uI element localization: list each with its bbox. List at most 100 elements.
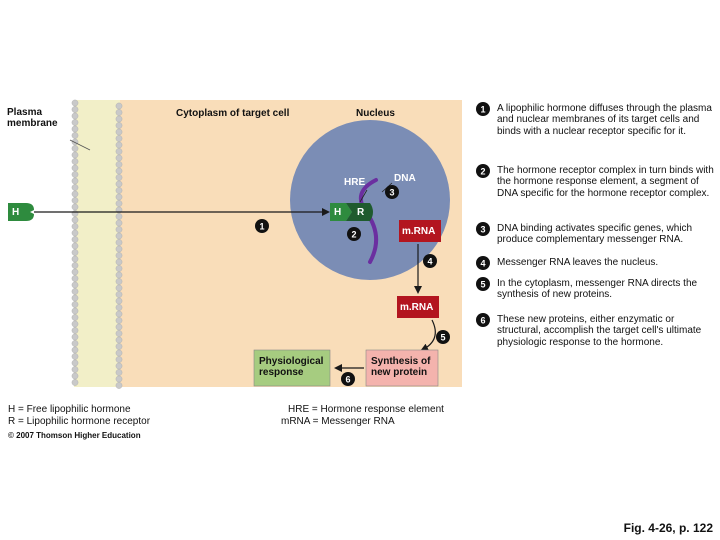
lipid-head (71, 320, 79, 328)
lipid-head (115, 239, 123, 246)
lipid-head (71, 275, 79, 282)
step-text: Messenger RNA leaves the nucleus. (497, 257, 659, 268)
lipid-head (115, 278, 123, 285)
svg-text:1: 1 (480, 105, 485, 115)
step-text: In the cytoplasm, messenger RNA directs … (497, 278, 698, 301)
lipid-head (115, 115, 123, 123)
nucleus-label: Nucleus (356, 108, 395, 119)
lipid-head (71, 177, 79, 185)
diagram-marker-4: 4 (423, 254, 437, 268)
lipid-head (115, 323, 123, 331)
lipid-head (71, 112, 79, 120)
lipid-head (71, 288, 79, 295)
lipid-head (115, 349, 123, 357)
lipid-head (115, 232, 123, 240)
svg-text:5: 5 (440, 333, 445, 343)
free-hormone-shape (8, 203, 34, 221)
diagram-marker-6: 6 (341, 372, 355, 386)
step-text: A lipophilic hormone diffuses through th… (497, 103, 712, 137)
lipid-head (115, 317, 123, 324)
lipid-head (71, 255, 79, 263)
lipid-head (71, 333, 79, 341)
lipid-head (71, 151, 79, 159)
lipid-head (115, 161, 123, 168)
step-text: DNA binding activates specific genes, wh… (497, 223, 693, 246)
lipid-head (71, 281, 79, 289)
mrna-box-nucleus (399, 220, 441, 242)
lipid-head (71, 359, 79, 367)
lipid-head (71, 184, 79, 191)
step-number-badge: 6 (476, 313, 490, 327)
lipid-head (115, 258, 123, 266)
bound-hormone-shape (330, 203, 352, 221)
lipid-head (71, 203, 79, 211)
lipid-head (115, 369, 123, 376)
lipid-head (115, 271, 123, 279)
dna-label: DNA (394, 173, 416, 184)
lipid-head (71, 216, 79, 224)
lipid-head (71, 242, 79, 250)
lipid-head (71, 340, 79, 347)
step-text: The hormone receptor complex in turn bin… (497, 165, 714, 199)
lipid-head (115, 310, 123, 318)
lipid-head (115, 291, 123, 298)
receptor-label: R (357, 207, 365, 218)
step-number-badge: 5 (476, 277, 490, 291)
key-receptor: R = Lipophilic hormone receptor (8, 416, 151, 427)
lipid-head (71, 171, 79, 178)
lipid-head (115, 265, 123, 272)
lipid-head (71, 99, 79, 107)
lipid-head (71, 190, 79, 198)
svg-text:5: 5 (480, 280, 485, 290)
key-hre: HRE = Hormone response element (288, 404, 444, 415)
lipid-head (115, 336, 123, 344)
synthesis-box (365, 349, 439, 387)
lipid-head (71, 236, 79, 243)
key-hormone: H = Free lipophilic hormone (8, 404, 131, 415)
synthesis-label: Synthesis of new protein (371, 356, 431, 378)
lipid-head (71, 294, 79, 302)
step-number-badge: 1 (476, 102, 490, 116)
svg-text:2: 2 (351, 230, 356, 240)
lipid-head (115, 219, 123, 227)
lipid-head (115, 109, 123, 116)
lipid-head (115, 304, 123, 311)
lipid-head (115, 356, 123, 363)
lipid-head (115, 174, 123, 181)
lipid-head (71, 223, 79, 230)
lipid-head (71, 138, 79, 146)
lipid-head (115, 167, 123, 175)
lipid-head (71, 210, 79, 217)
lipid-head (115, 382, 123, 389)
lipid-head (71, 366, 79, 373)
diagram-marker-3: 3 (385, 185, 399, 199)
svg-text:3: 3 (480, 225, 485, 235)
lipid-head (71, 301, 79, 308)
svg-text:3: 3 (389, 188, 394, 198)
lipid-head (71, 229, 79, 237)
lipid-head (71, 372, 79, 380)
lipid-head (71, 307, 79, 315)
lipid-head (71, 314, 79, 321)
step-number-badge: 2 (476, 164, 490, 178)
lipid-head (71, 158, 79, 165)
lipid-head (115, 200, 123, 207)
diagram-marker-2: 2 (347, 227, 361, 241)
lipid-head (71, 125, 79, 133)
receptor-shape (346, 203, 373, 221)
lipid-head (115, 187, 123, 194)
svg-text:6: 6 (480, 316, 485, 326)
lipid-head (71, 262, 79, 269)
lipid-head (115, 375, 123, 383)
lipid-head (71, 106, 79, 113)
lipid-head (115, 193, 123, 201)
svg-text:6: 6 (345, 375, 350, 385)
lipid-head (115, 284, 123, 292)
mrna-cytoplasm-label: m.RNA (400, 302, 434, 313)
lipid-head (115, 343, 123, 350)
svg-text:2: 2 (480, 167, 485, 177)
hre-label: HRE (344, 177, 366, 188)
synthesis-arrow (420, 319, 436, 351)
lipid-head (71, 132, 79, 139)
